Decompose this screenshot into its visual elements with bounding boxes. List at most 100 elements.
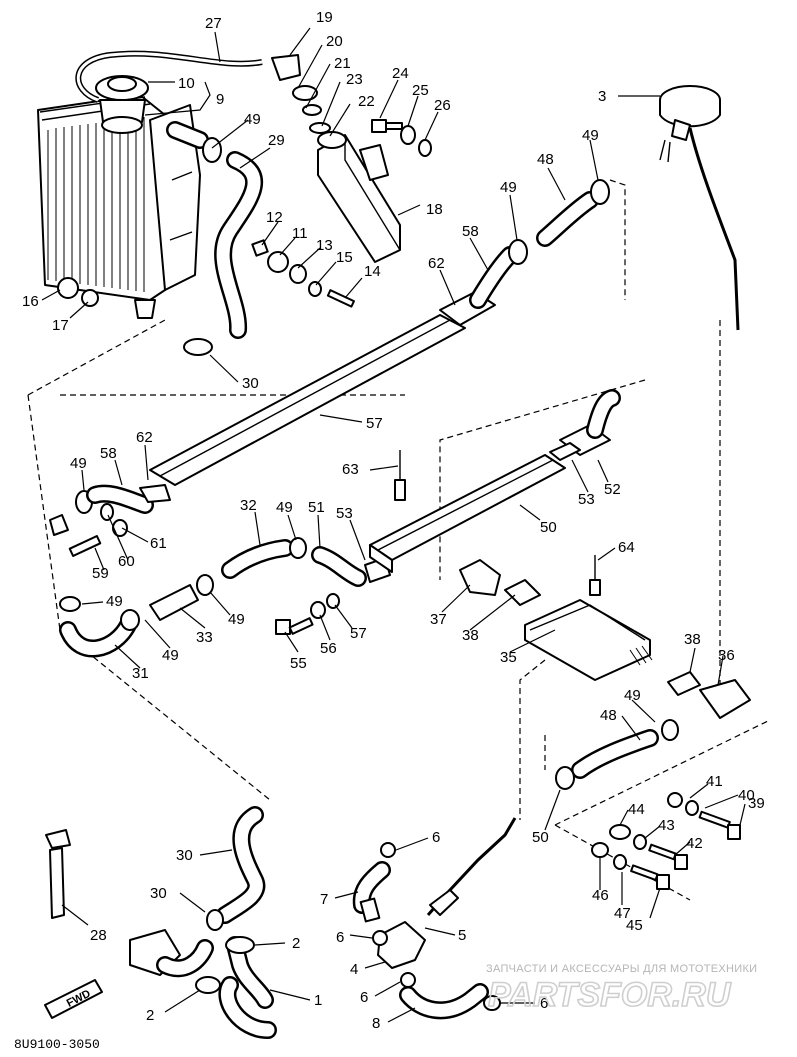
part-label[interactable]: 47	[614, 905, 631, 922]
part-label[interactable]: 6	[360, 989, 368, 1006]
group-outlines	[27, 179, 771, 901]
part-label[interactable]: 2	[292, 935, 300, 952]
part-label[interactable]: 33	[196, 629, 213, 646]
part-label[interactable]: 25	[412, 82, 429, 99]
part-label[interactable]: 30	[150, 885, 167, 902]
fan-mount-parts	[251, 239, 355, 308]
part-label[interactable]: 22	[358, 93, 375, 110]
part-label[interactable]: 9	[216, 91, 224, 108]
part-label[interactable]: 63	[342, 461, 359, 478]
part-label[interactable]: 4	[350, 961, 358, 978]
part-label[interactable]: 3	[598, 88, 606, 105]
part-label[interactable]: 15	[336, 249, 353, 266]
part-label[interactable]: 1	[314, 992, 322, 1009]
joint-right	[549, 389, 621, 461]
part-label[interactable]: 23	[346, 71, 363, 88]
grommets-16-17	[57, 277, 99, 307]
part-label[interactable]: 64	[618, 539, 635, 556]
part-label[interactable]: 6	[336, 929, 344, 946]
part-label[interactable]: 59	[92, 565, 109, 582]
part-label[interactable]: 14	[364, 263, 381, 280]
part-label[interactable]: 49	[70, 455, 87, 472]
part-label[interactable]: 49	[624, 687, 641, 704]
part-label[interactable]: 62	[136, 429, 153, 446]
part-label[interactable]: 49	[276, 499, 293, 516]
part-label[interactable]: 6	[540, 995, 548, 1012]
part-label[interactable]: 30	[242, 375, 259, 392]
part-label[interactable]: 7	[320, 891, 328, 908]
part-label[interactable]: 45	[626, 917, 643, 934]
part-label[interactable]: 60	[118, 553, 135, 570]
part-label[interactable]: 49	[106, 593, 123, 610]
part-label[interactable]: 51	[308, 499, 325, 516]
part-label[interactable]: 50	[532, 829, 549, 846]
part-label[interactable]: 39	[748, 795, 765, 812]
part-label[interactable]: 26	[434, 97, 451, 114]
part-label[interactable]: 48	[600, 707, 617, 724]
part-label[interactable]: 2	[146, 1007, 154, 1024]
part-label[interactable]: 46	[592, 887, 609, 904]
part-label[interactable]: 44	[628, 801, 645, 818]
part-label[interactable]: 37	[430, 611, 447, 628]
part-label[interactable]: 49	[162, 647, 179, 664]
part-label[interactable]: 13	[316, 237, 333, 254]
sensor-64	[589, 555, 601, 596]
part-label[interactable]: 35	[500, 649, 517, 666]
part-label[interactable]: 20	[326, 33, 343, 50]
part-label[interactable]: 17	[52, 317, 69, 334]
part-label[interactable]: 52	[604, 481, 621, 498]
pipe-50	[369, 454, 566, 573]
thermostat-assembly	[352, 817, 517, 1020]
part-label[interactable]: 11	[292, 225, 308, 242]
part-label[interactable]: 21	[334, 55, 351, 72]
part-label[interactable]: 5	[458, 927, 466, 944]
part-label[interactable]: 10	[178, 75, 195, 92]
part-label[interactable]: 50	[540, 519, 557, 536]
part-label[interactable]: 30	[176, 847, 193, 864]
part-label[interactable]: 18	[426, 201, 443, 218]
part-label[interactable]: 6	[432, 829, 440, 846]
part-label[interactable]: 32	[240, 497, 257, 514]
part-label[interactable]: 48	[537, 151, 554, 168]
part-label[interactable]: 53	[578, 491, 595, 508]
part-label[interactable]: 8	[372, 1015, 380, 1032]
fwd-label: FWD	[65, 988, 93, 1010]
hose-1	[195, 936, 277, 1039]
radiator-cap	[95, 75, 149, 134]
part-label[interactable]: 49	[228, 611, 245, 628]
part-label[interactable]: 58	[100, 445, 117, 462]
part-label[interactable]: 49	[500, 179, 517, 196]
part-label[interactable]: 40	[738, 787, 755, 804]
part-label[interactable]: 19	[316, 9, 333, 26]
hose-32-lower	[206, 806, 266, 931]
part-label[interactable]: 43	[658, 817, 675, 834]
part-label[interactable]: 16	[22, 293, 39, 310]
clamp-30-upper	[183, 338, 213, 356]
part-label[interactable]: 58	[462, 223, 479, 240]
part-label[interactable]: 42	[686, 835, 703, 852]
part-label[interactable]: 62	[428, 255, 445, 272]
part-label[interactable]: 38	[462, 627, 479, 644]
part-label[interactable]: 49	[244, 111, 261, 128]
part-label[interactable]: 53	[336, 505, 353, 522]
part-label[interactable]: 41	[706, 773, 723, 790]
part-label[interactable]: 55	[290, 655, 307, 672]
part-label[interactable]: 57	[366, 415, 383, 432]
part-label[interactable]: 38	[684, 631, 701, 648]
part-label[interactable]: 12	[266, 209, 283, 226]
part-label[interactable]: 61	[150, 535, 167, 552]
part-label[interactable]: 56	[320, 640, 337, 657]
part-label[interactable]: 57	[350, 625, 367, 642]
part-label[interactable]: 31	[132, 665, 149, 682]
sensor-63	[394, 450, 406, 501]
part-label[interactable]: 28	[90, 927, 107, 944]
part-label[interactable]: 36	[718, 647, 735, 664]
radiator	[37, 94, 201, 319]
part-label[interactable]: 24	[392, 65, 409, 82]
strap-28	[45, 829, 71, 919]
watermark-logo: PARTSFOR.RU	[488, 976, 732, 1014]
part-label[interactable]: 27	[205, 15, 222, 32]
part-label[interactable]: 29	[268, 132, 285, 149]
part-label[interactable]: 49	[582, 127, 599, 144]
